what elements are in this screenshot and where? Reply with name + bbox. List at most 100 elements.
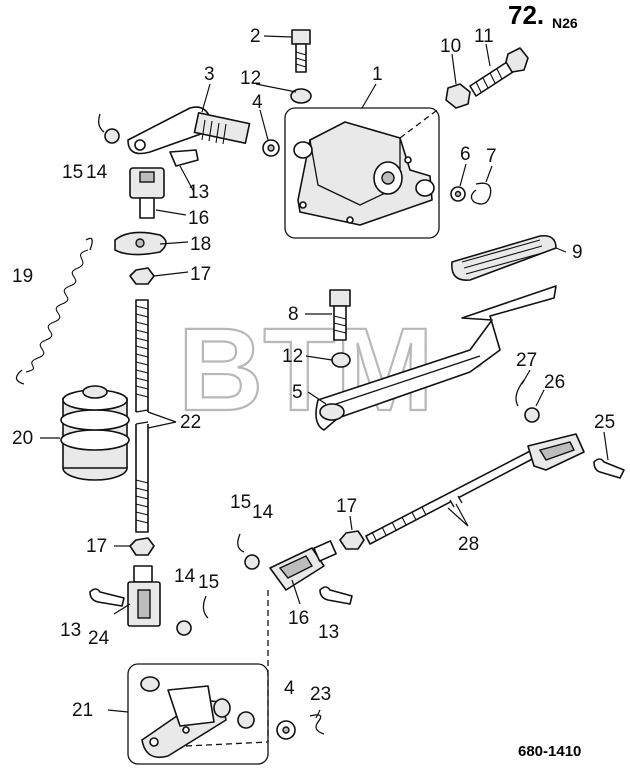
callout-19: 19 bbox=[12, 266, 33, 287]
part-13-pin-top bbox=[169, 149, 199, 167]
part-1-bracket-housing bbox=[284, 107, 441, 239]
bolt-8-thread bbox=[333, 315, 347, 334]
callout-13-top: 13 bbox=[188, 182, 209, 203]
part-20-bellows bbox=[60, 385, 130, 481]
callout-8: 8 bbox=[288, 304, 299, 325]
housing-body bbox=[297, 121, 433, 226]
part-17-nut-right bbox=[339, 530, 365, 550]
housing-bore bbox=[381, 171, 395, 185]
bolt-8-head bbox=[329, 289, 351, 307]
callout-14-top: 14 bbox=[86, 162, 108, 183]
callout-6: 6 bbox=[460, 144, 471, 165]
callout-26: 26 bbox=[544, 372, 565, 393]
part-21-lever-bracket bbox=[127, 663, 269, 765]
part-3-lever-shaft bbox=[127, 106, 251, 155]
leader-9 bbox=[555, 247, 567, 253]
leader-12-middle bbox=[305, 355, 333, 361]
housing-bolt-hole-3 bbox=[404, 156, 412, 164]
clevis-24-slot bbox=[137, 589, 151, 619]
lever-3-shaft bbox=[193, 112, 251, 144]
bracket-21-dashed-guide bbox=[185, 741, 269, 747]
callout-25: 25 bbox=[594, 412, 615, 433]
callout-23: 23 bbox=[310, 684, 331, 705]
rod-22-thread-top bbox=[135, 305, 149, 398]
part-24-clevis-lower bbox=[127, 565, 161, 627]
leader-16-top bbox=[155, 209, 187, 216]
part-14-washer-lower-mid bbox=[244, 554, 260, 570]
part-14-washer-top bbox=[104, 128, 120, 144]
page-number: 72. bbox=[508, 0, 544, 30]
callout-9: 9 bbox=[572, 242, 583, 263]
watermark-text: BTM bbox=[178, 304, 434, 436]
clevis-16-slot bbox=[139, 171, 155, 183]
callout-5: 5 bbox=[292, 382, 303, 403]
part-26-washer bbox=[524, 407, 540, 423]
rod-22-break bbox=[134, 412, 150, 424]
part-4-washer-lower-hole bbox=[282, 726, 290, 734]
leader-1 bbox=[361, 83, 377, 109]
part-18-plate-hole bbox=[135, 238, 145, 248]
page-number-suffix: N26 bbox=[552, 15, 578, 31]
callout-4-lower: 4 bbox=[284, 678, 295, 699]
part-17-nut-top bbox=[129, 267, 155, 285]
spring-19-hook-bottom bbox=[15, 369, 25, 385]
callout-28: 28 bbox=[458, 534, 479, 555]
leader-4-top bbox=[259, 109, 269, 141]
part-23-clip bbox=[309, 714, 325, 735]
leader-2 bbox=[263, 35, 293, 38]
housing-bolt-hole-2 bbox=[346, 216, 354, 224]
leader-17-right bbox=[349, 515, 353, 531]
clevis-16b-neck bbox=[313, 540, 337, 562]
bracket-21-bushing-left bbox=[140, 676, 160, 692]
rod-28-fork-slot bbox=[538, 441, 575, 461]
leader-23 bbox=[315, 709, 321, 719]
part-13-pin-lower-right bbox=[319, 586, 353, 605]
bellows-20-ring-3 bbox=[60, 429, 130, 451]
rod-28-body bbox=[365, 447, 541, 545]
part-13-pin-lower-left bbox=[89, 588, 125, 607]
part-19-spring bbox=[15, 237, 93, 385]
leader-10 bbox=[451, 53, 457, 85]
callout-12-top: 12 bbox=[240, 68, 261, 89]
leader-12-top bbox=[255, 83, 297, 93]
leader-11 bbox=[485, 43, 491, 67]
part-7-clip bbox=[470, 182, 492, 205]
part-14-washer-lower-left bbox=[176, 620, 192, 636]
part-15-cotter-lower-left bbox=[202, 595, 209, 619]
housing-bushing-left bbox=[293, 141, 313, 159]
leader-16-bottom bbox=[291, 579, 301, 605]
part-10-nut bbox=[445, 83, 471, 109]
leader-24 bbox=[113, 603, 131, 615]
lever-5-body bbox=[315, 285, 557, 431]
rod-28-break-lines bbox=[449, 495, 463, 508]
screw-11-head bbox=[505, 47, 529, 73]
part-15-cotter-lower-mid bbox=[237, 533, 245, 553]
lever-5-edge bbox=[323, 355, 481, 409]
clevis-24-neck bbox=[133, 565, 153, 583]
callout-14-mid: 14 bbox=[252, 502, 274, 523]
callout-18: 18 bbox=[190, 234, 211, 255]
part-8-bolt bbox=[329, 289, 351, 341]
callout-16-bottom: 16 bbox=[288, 608, 309, 629]
part-4-washer-top-hole bbox=[267, 144, 275, 152]
rod-22-break-lines bbox=[135, 409, 149, 425]
leader-6 bbox=[459, 163, 467, 187]
bracket-21-hole-2 bbox=[182, 726, 190, 734]
part-5-pedal-lever bbox=[315, 285, 557, 431]
part-12-spacer-top bbox=[290, 88, 312, 104]
rod-22-thread-bottom bbox=[135, 479, 149, 524]
leader-18 bbox=[159, 241, 189, 245]
callout-12-middle: 12 bbox=[282, 346, 303, 367]
leader-25 bbox=[603, 431, 609, 461]
leader-13-top bbox=[179, 165, 195, 193]
callout-15-top: 15 bbox=[62, 162, 83, 183]
callout-7: 7 bbox=[486, 146, 497, 167]
spring-19-hook-top bbox=[85, 237, 93, 251]
callout-labels: 2 3 1 10 11 12 4 6 7 15 14 13 16 18 17 1… bbox=[12, 26, 615, 721]
lever-3-hole bbox=[134, 139, 146, 151]
callout-21: 21 bbox=[72, 700, 93, 721]
callout-1: 1 bbox=[372, 64, 383, 85]
leader-7 bbox=[485, 165, 493, 183]
leader-3 bbox=[201, 83, 211, 113]
watermark: BTM ® bbox=[177, 303, 483, 437]
